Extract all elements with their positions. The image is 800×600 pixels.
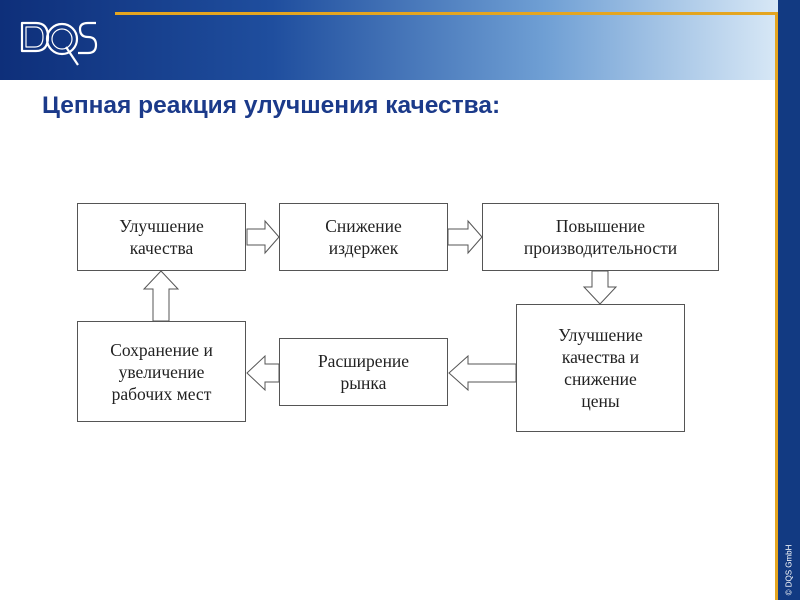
node-quality-and-price: Улучшение качества и снижение цены [516, 304, 685, 432]
side-accent-line [775, 12, 778, 600]
node-cost-reduction: Снижение издержек [279, 203, 448, 271]
node-quality-improvement: Улучшение качества [77, 203, 246, 271]
arrow-up [142, 270, 180, 322]
dqs-logo [20, 21, 98, 66]
header-accent-line [115, 12, 778, 15]
arrow-left-2 [246, 354, 280, 392]
node-jobs-preservation: Сохранение и увеличение рабочих мест [77, 321, 246, 422]
arrow-right-1 [246, 219, 280, 255]
arrow-left-1 [448, 354, 517, 392]
node-market-expansion: Расширение рынка [279, 338, 448, 406]
node-productivity-increase: Повышение производительности [482, 203, 719, 271]
slide-title: Цепная реакция улучшения качества: [42, 92, 501, 119]
arrow-down [582, 270, 618, 305]
arrow-right-2 [447, 219, 483, 255]
side-bar [778, 0, 800, 600]
